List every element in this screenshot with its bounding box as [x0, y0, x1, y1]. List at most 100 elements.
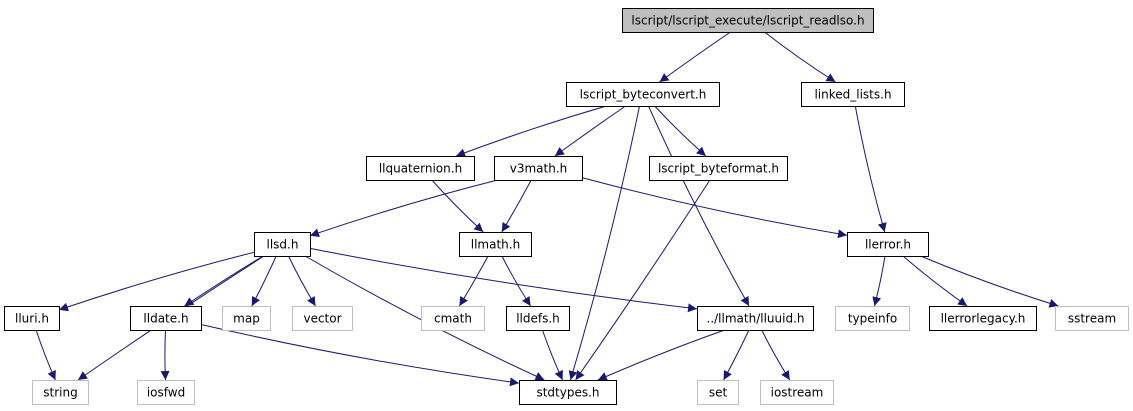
node-byteformat-box	[649, 156, 788, 181]
node-llerror-box	[847, 232, 929, 257]
edge-byteconvert-to-stdtypes	[568, 105, 640, 381]
edge-lluuid-to-iostream	[761, 329, 791, 381]
edge-llsd-to-vector	[288, 255, 316, 307]
node-lldate[interactable]: lldate.h	[130, 306, 202, 331]
node-iosfwd-label: iosfwd	[147, 386, 185, 400]
node-string-box	[32, 380, 89, 405]
node-lluuid-label: ../llmath/lluuid.h	[707, 312, 805, 326]
node-lluri-label: lluri.h	[15, 312, 49, 326]
node-root[interactable]: lscript/lscript_execute/lscript_readlso.…	[622, 8, 874, 33]
edge-layer	[35, 31, 1059, 387]
node-lldefs[interactable]: lldefs.h	[506, 306, 570, 331]
node-lluri[interactable]: lluri.h	[4, 306, 60, 331]
node-iostream-box	[760, 380, 834, 405]
node-typeinfo-box	[835, 306, 910, 331]
node-llerror[interactable]: llerror.h	[847, 232, 929, 257]
edge-llmath-to-cmath	[458, 255, 489, 307]
node-lldefs-box	[506, 306, 570, 331]
node-llmath-box	[459, 232, 532, 257]
node-llsd[interactable]: llsd.h	[254, 232, 311, 257]
node-lldefs-label: lldefs.h	[516, 312, 560, 326]
node-byteformat-label: lscript_byteformat.h	[658, 162, 779, 176]
edge-byteconvert-to-llquaternion	[455, 105, 607, 158]
node-stdtypes-box	[519, 380, 617, 405]
node-iosfwd: iosfwd	[137, 380, 195, 405]
node-cmath: cmath	[421, 306, 485, 331]
node-lldate-box	[130, 306, 202, 331]
node-cmath-box	[421, 306, 485, 331]
node-linked_lists[interactable]: linked_lists.h	[801, 82, 905, 107]
node-cmath-label: cmath	[434, 312, 472, 326]
node-v3math[interactable]: v3math.h	[494, 156, 583, 181]
node-sstream-box	[1055, 306, 1129, 331]
node-lluri-box	[4, 306, 60, 331]
edge-lluuid-to-set	[723, 329, 750, 381]
edge-root-to-linked_lists	[764, 31, 836, 83]
node-llquaternion-box	[366, 156, 475, 181]
node-root-box	[622, 8, 874, 33]
node-iosfwd-box	[137, 380, 195, 405]
edge-byteconvert-to-byteformat	[654, 105, 707, 157]
node-set-label: set	[709, 386, 728, 400]
node-llsd-label: llsd.h	[267, 238, 299, 252]
edge-llsd-to-lldate	[184, 255, 264, 307]
node-llmath[interactable]: llmath.h	[459, 232, 532, 257]
node-sstream-label: sstream	[1068, 312, 1116, 326]
edge-llerror-to-typeinfo	[872, 255, 886, 307]
node-llmath-label: llmath.h	[471, 238, 520, 252]
edge-lldate-to-iosfwd	[160, 329, 170, 381]
edge-linked_lists-to-llerror	[854, 105, 887, 233]
edge-byteconvert-to-lluuid	[648, 105, 750, 307]
node-vector-box	[292, 306, 353, 331]
node-linked_lists-label: linked_lists.h	[814, 88, 891, 102]
node-layer: lscript/lscript_execute/lscript_readlso.…	[4, 8, 1129, 405]
node-string: string	[32, 380, 89, 405]
edge-lluri-to-string	[35, 329, 56, 381]
node-typeinfo-label: typeinfo	[848, 312, 897, 326]
node-v3math-box	[494, 156, 583, 181]
node-lluuid-box	[697, 306, 814, 331]
node-llerrorlegacy-box	[929, 306, 1037, 331]
node-lluuid[interactable]: ../llmath/lluuid.h	[697, 306, 814, 331]
node-iostream: iostream	[760, 380, 834, 405]
edge-llerror-to-llerrorlegacy	[902, 255, 968, 307]
node-byteconvert[interactable]: lscript_byteconvert.h	[566, 82, 720, 107]
node-sstream: sstream	[1055, 306, 1129, 331]
node-vector: vector	[292, 306, 353, 331]
node-byteconvert-label: lscript_byteconvert.h	[580, 88, 707, 102]
node-stdtypes[interactable]: stdtypes.h	[519, 380, 617, 405]
node-byteformat[interactable]: lscript_byteformat.h	[649, 156, 788, 181]
node-set: set	[697, 380, 739, 405]
node-llerror-label: llerror.h	[865, 238, 911, 252]
edge-v3math-to-llsd	[309, 179, 498, 238]
node-stdtypes-label: stdtypes.h	[536, 386, 599, 400]
node-set-box	[697, 380, 739, 405]
node-byteconvert-box	[566, 82, 720, 107]
node-v3math-label: v3math.h	[510, 162, 568, 176]
edge-root-to-byteconvert	[659, 31, 731, 83]
node-llsd-box	[254, 232, 311, 257]
edge-v3math-to-llerror	[581, 177, 848, 239]
edge-lldefs-to-stdtypes	[541, 329, 564, 381]
node-llerrorlegacy[interactable]: llerrorlegacy.h	[929, 306, 1037, 331]
edge-llmath-to-lldefs	[501, 255, 532, 307]
node-linked_lists-box	[801, 82, 905, 107]
edge-v3math-to-llmath	[501, 179, 532, 233]
node-llquaternion-label: llquaternion.h	[379, 162, 462, 176]
node-map: map	[222, 306, 271, 331]
node-lldate-label: lldate.h	[143, 312, 188, 326]
edge-llquaternion-to-llmath	[431, 179, 484, 233]
edge-llsd-to-map	[251, 255, 277, 307]
edge-llsd-to-lluri	[58, 251, 255, 312]
edge-byteconvert-to-v3math	[554, 105, 626, 157]
node-string-label: string	[43, 386, 77, 400]
edge-llsd-to-lluuid	[309, 247, 698, 313]
edge-lluuid-to-stdtypes	[597, 329, 725, 381]
node-llerrorlegacy-label: llerrorlegacy.h	[941, 312, 1026, 326]
node-map-box	[222, 306, 271, 331]
node-llquaternion[interactable]: llquaternion.h	[366, 156, 475, 181]
edge-byteformat-to-stdtypes	[575, 179, 711, 381]
node-root-label: lscript/lscript_execute/lscript_readlso.…	[631, 14, 864, 28]
node-typeinfo: typeinfo	[835, 306, 910, 331]
